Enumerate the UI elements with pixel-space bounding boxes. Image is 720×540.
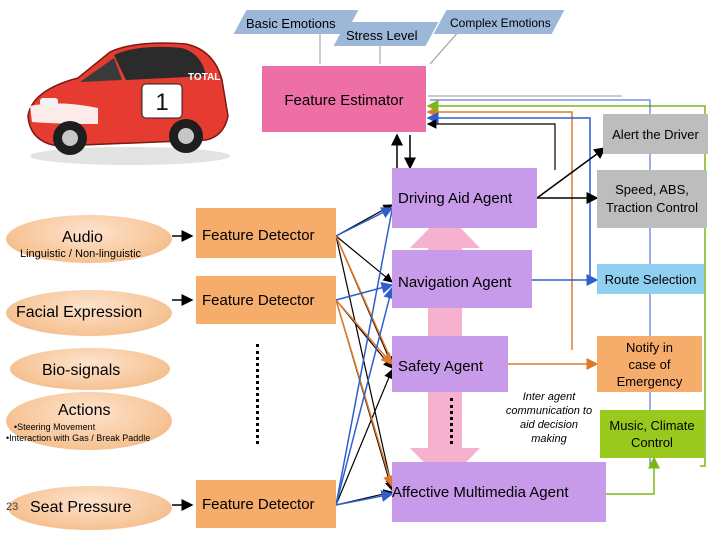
facial-expression-label: Facial Expression <box>16 304 143 321</box>
facial-expression-ellipse <box>6 290 172 336</box>
actions-sublabel: •Steering Movement <box>14 422 96 432</box>
feature-detector-label: Feature Detector <box>202 292 315 309</box>
navigation-agent-label: Navigation Agent <box>398 274 512 291</box>
navigation-agent-box: Navigation Agent <box>392 250 532 308</box>
car-number-text: 1 <box>155 89 168 116</box>
music-climate-label: Music, Climate Control <box>609 418 695 450</box>
feature-detector-box: Feature Detector <box>196 480 336 528</box>
affective-multimedia-agent-box: Affective Multimedia Agent <box>392 462 606 522</box>
audio-sublabel: Linguistic / Non-linguistic <box>20 248 142 260</box>
alert-driver-label: Alert the Driver <box>612 126 699 142</box>
feature-estimator-label: Feature Estimator <box>284 91 404 109</box>
driving-aid-agent-label: Driving Aid Agent <box>398 190 513 207</box>
route-selection-box: Route Selection <box>597 264 704 294</box>
affective-multimedia-agent-label: Affective Multimedia Agent <box>392 484 569 501</box>
alert-driver-box: Alert the Driver <box>603 114 708 154</box>
actions-ellipse <box>6 392 172 450</box>
safety-agent-label: Safety Agent <box>398 358 484 375</box>
driving-aid-agent-box: Driving Aid Agent <box>392 168 537 228</box>
music-climate-box: Music, Climate Control <box>600 410 704 458</box>
rally-car-image: 1 TOTAL <box>27 42 230 165</box>
speed-abs-label: Speed, ABS, Traction Control <box>606 182 698 215</box>
slide-number: 23 <box>6 501 19 513</box>
inter-agent-note: Inter agent communication to aid decisio… <box>505 391 593 445</box>
feature-estimator-box: Feature Estimator <box>262 66 426 132</box>
car-decal-text: TOTAL <box>188 72 220 83</box>
feature-detector-box: Feature Detector <box>196 208 336 258</box>
notify-box: Notify in case of Emergency <box>597 336 702 392</box>
seat-pressure-label: Seat Pressure <box>30 499 132 516</box>
audio-label: Audio <box>62 229 103 246</box>
route-selection-label: Route Selection <box>604 271 697 287</box>
feature-detector-box: Feature Detector <box>196 276 336 324</box>
feature-detector-label: Feature Detector <box>202 496 315 513</box>
notify-label: Notify in case of Emergency <box>616 339 683 389</box>
dotted-separator <box>450 398 453 444</box>
basic-emotions-label: Basic Emotions <box>246 16 336 31</box>
audio-ellipse <box>6 215 172 263</box>
stress-level-label: Stress Level <box>346 28 418 43</box>
bio-signals-label: Bio-signals <box>42 362 121 379</box>
feature-detector-label: Feature Detector <box>202 227 315 244</box>
speed-abs-box: Speed, ABS, Traction Control <box>597 170 707 228</box>
actions-label: Actions <box>58 402 111 419</box>
actions-sublabel: •Interaction with Gas / Break Paddle <box>6 433 151 443</box>
dotted-separator <box>256 344 259 444</box>
safety-agent-box: Safety Agent <box>392 336 508 392</box>
bio-signals-ellipse <box>10 348 170 390</box>
complex-emotions-label: Complex Emotions <box>450 16 551 30</box>
seat-pressure-ellipse <box>8 486 172 530</box>
